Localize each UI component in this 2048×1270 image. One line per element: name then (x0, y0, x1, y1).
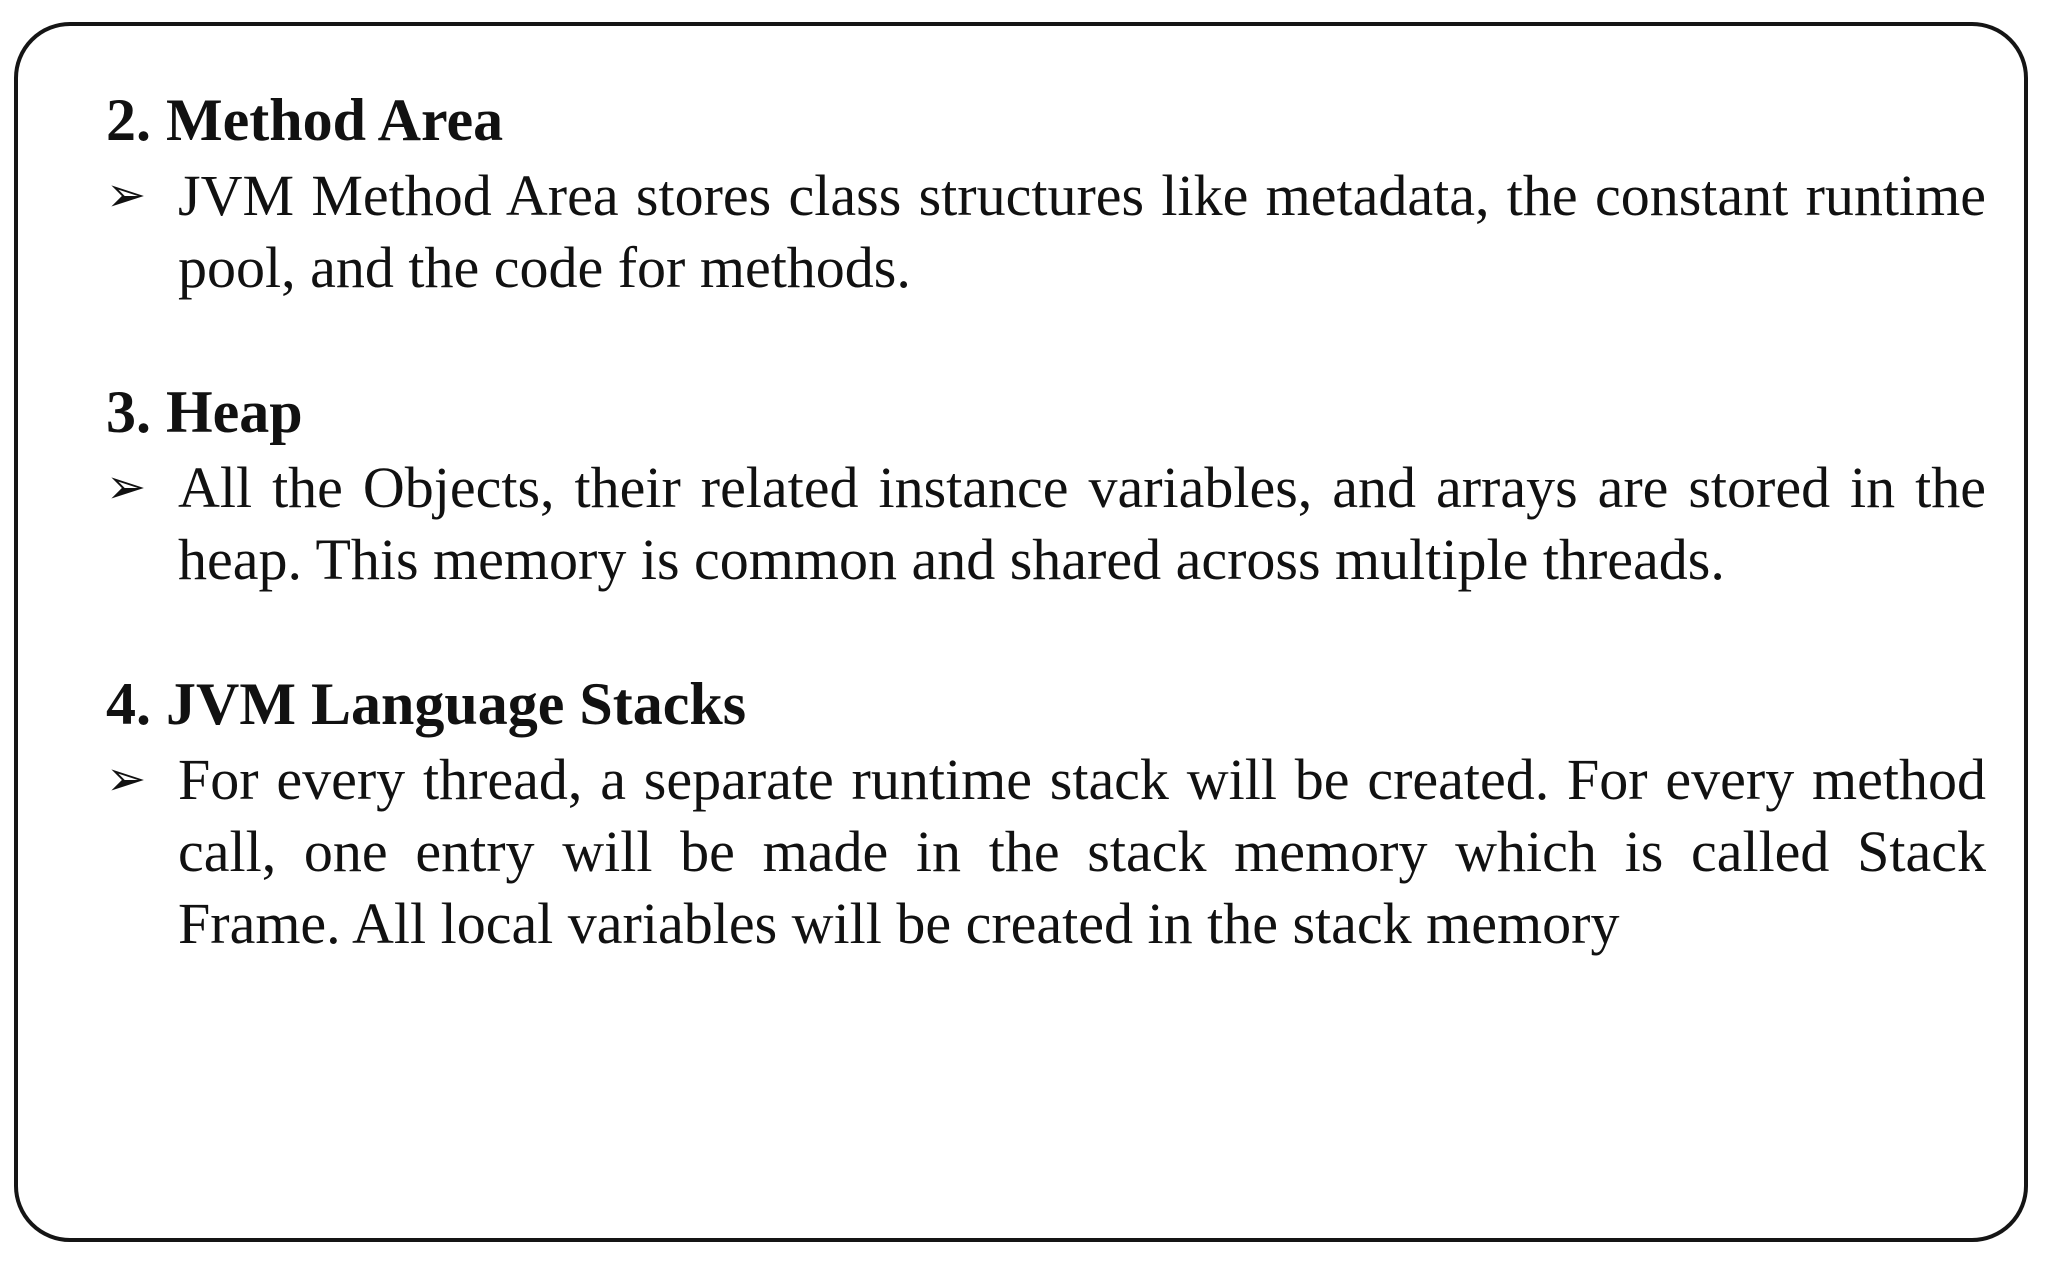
bullet-item: ➢ For every thread, a separate runtime s… (106, 744, 1986, 960)
bullet-text: All the Objects, their related instance … (178, 455, 1986, 592)
bullet-item: ➢ All the Objects, their related instanc… (106, 452, 1986, 596)
bullet-text: For every thread, a separate runtime sta… (178, 747, 1986, 956)
section-heap: 3. Heap ➢ All the Objects, their related… (106, 376, 1986, 596)
arrowhead-bullet-icon: ➢ (106, 753, 147, 806)
arrowhead-bullet-icon: ➢ (106, 169, 147, 222)
section-title: 2. Method Area (106, 87, 504, 153)
document-content: 2. Method Area ➢ JVM Method Area stores … (106, 84, 1986, 960)
section-jvm-language-stacks: 4. JVM Language Stacks ➢ For every threa… (106, 668, 1986, 960)
arrowhead-bullet-icon: ➢ (106, 461, 147, 514)
bullet-item: ➢ JVM Method Area stores class structure… (106, 160, 1986, 304)
content-box: 2. Method Area ➢ JVM Method Area stores … (14, 22, 2028, 1242)
bullet-text: JVM Method Area stores class structures … (178, 163, 1986, 300)
section-title: 4. JVM Language Stacks (106, 671, 747, 737)
section-method-area: 2. Method Area ➢ JVM Method Area stores … (106, 84, 1986, 304)
section-title: 3. Heap (106, 379, 303, 445)
